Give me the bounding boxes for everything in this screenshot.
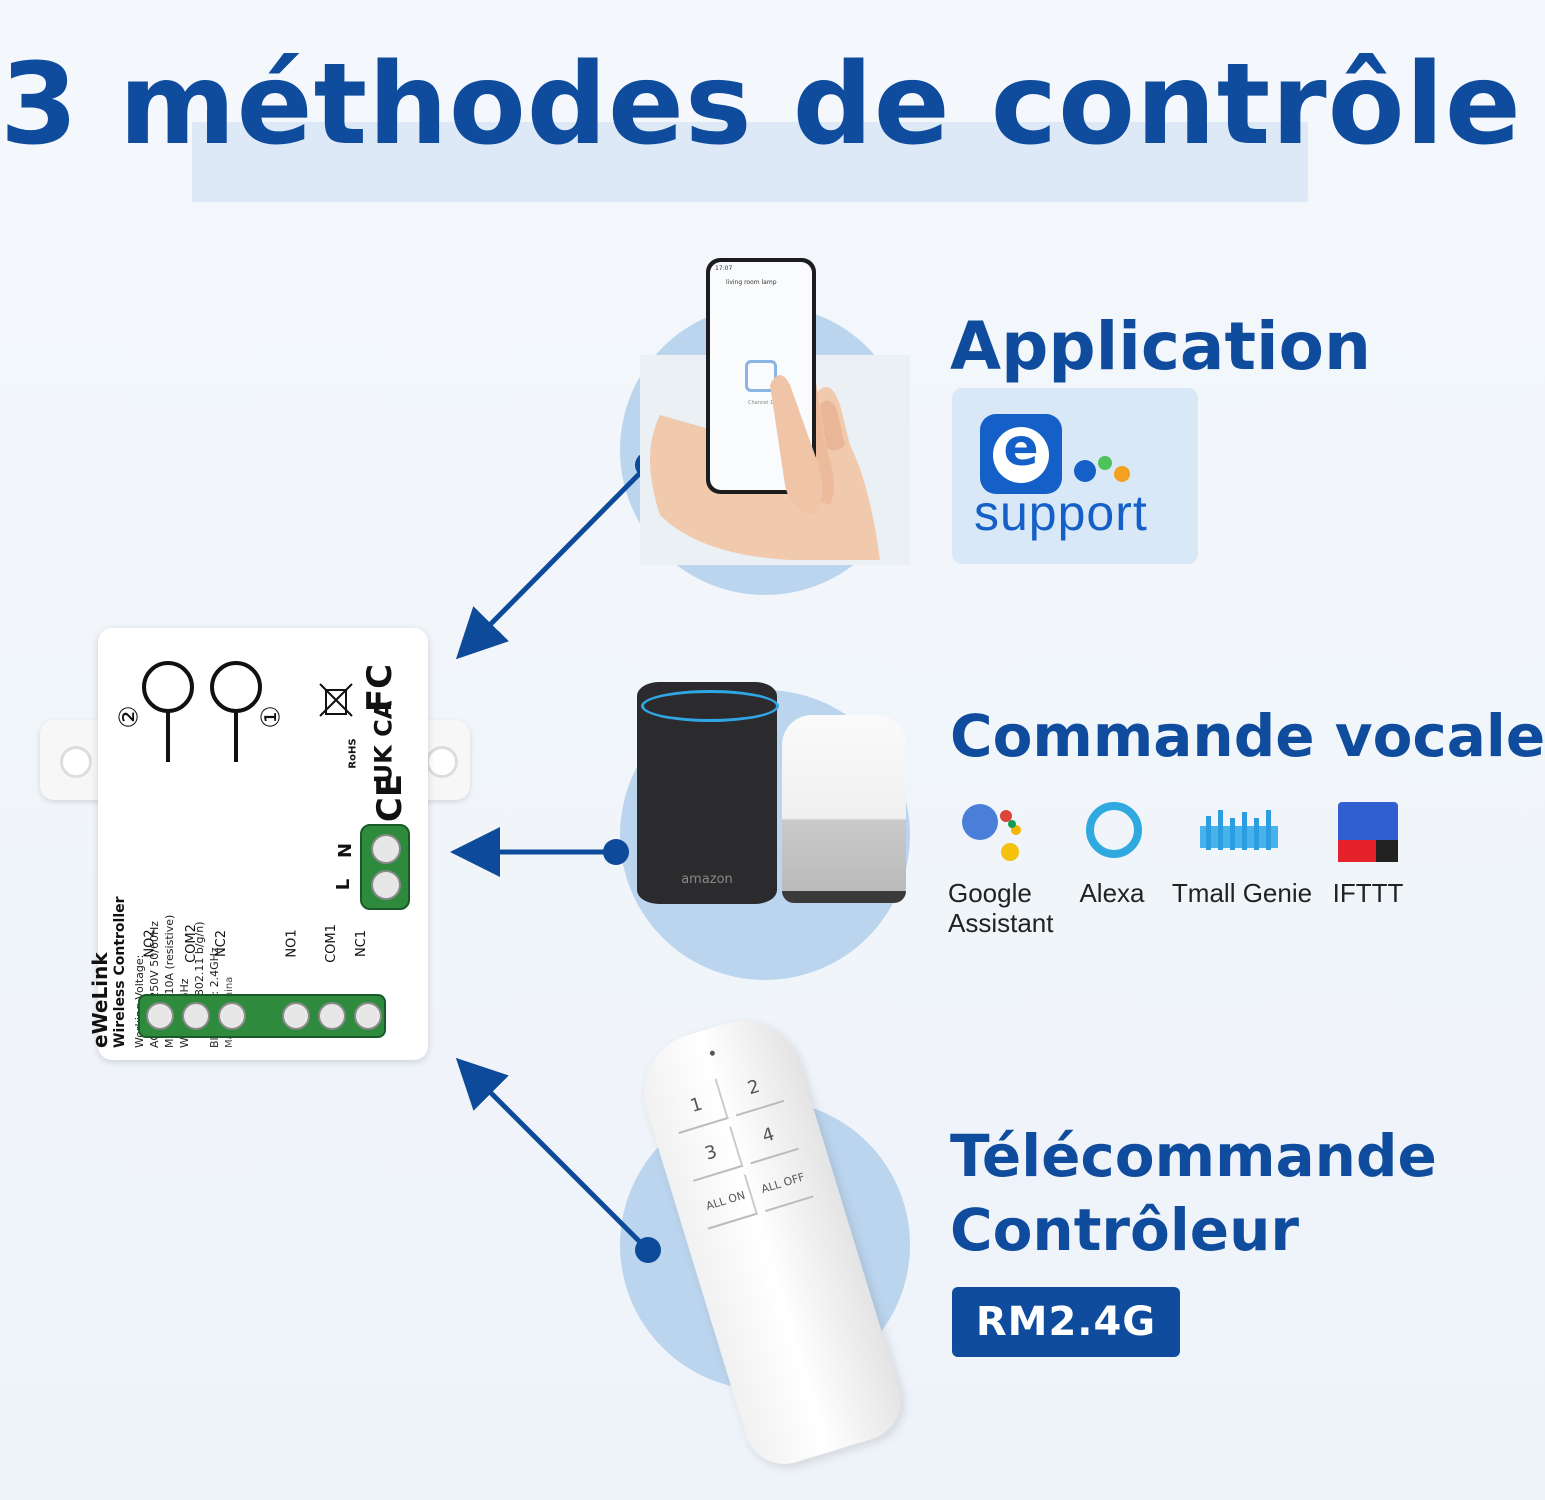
app-photo: 17:07 living room lamp Channel 1 [640, 255, 910, 565]
channel-mark-1: ① [256, 705, 287, 729]
terminal-label-com1: COM1 [323, 924, 339, 963]
logo-dot-orange [1114, 466, 1130, 482]
google-assistant-icon [962, 804, 1021, 861]
terminal-screw [354, 1002, 382, 1030]
weee-bin-icon [319, 683, 353, 717]
remote-arrow [455, 1057, 661, 1263]
tmall-genie-icon [1200, 810, 1278, 850]
app-heading: Application [950, 308, 1371, 385]
logo-dot-green [1098, 456, 1112, 470]
antenna-loops [142, 661, 262, 762]
remote-led [709, 1050, 716, 1057]
mount-hole-right [426, 746, 458, 778]
voice-arrow [450, 827, 629, 877]
device-subtitle: Wireless Controller [112, 896, 128, 1048]
terminal-label-com2: COM2 [183, 924, 199, 963]
remote-button-2[interactable]: 2 [724, 1061, 785, 1117]
cert-rohs: RoHS [347, 738, 359, 769]
terminal-label-nc2: NC2 [214, 929, 230, 958]
mount-hole-left [60, 746, 92, 778]
esupport-logo-text: support [974, 485, 1148, 541]
finger-shape [770, 375, 845, 515]
terminal-label-no2: NO2 [142, 929, 158, 958]
title-highlight-band [192, 122, 1308, 202]
cert-ce: CE [370, 773, 411, 823]
remote-heading-line2: Contrôleur [950, 1196, 1299, 1264]
terminal-screw [218, 1002, 246, 1030]
device-brand: eWeLink [88, 952, 112, 1048]
terminal-screw [371, 870, 401, 900]
esupport-logo-tile: e support [952, 388, 1198, 564]
remote-button-all-off[interactable]: ALL OFF [753, 1157, 814, 1213]
remote-heading-line1: Télécommande [950, 1122, 1437, 1190]
service-label-ifttt: IFTTT [1332, 878, 1404, 908]
channel-mark-2: ② [114, 705, 145, 729]
phone-screen-title: living room lamp [726, 279, 777, 286]
service-label-tmall-genie: Tmall Genie [1171, 878, 1313, 908]
power-terminal-block [360, 824, 410, 910]
relay-terminal-strip [138, 994, 386, 1038]
service-label-google-assistant: Google Assistant [948, 878, 1054, 938]
phone-time: 17:07 [715, 265, 733, 272]
app-arrow [455, 452, 661, 660]
power-terminal-n: N [335, 842, 357, 859]
echo-light-ring [641, 690, 779, 722]
terminal-screw [371, 834, 401, 864]
voice-heading: Commande vocale [950, 702, 1545, 770]
remote-button-all-on[interactable]: ALL ON [695, 1174, 758, 1230]
speakers-photo: amazon [630, 680, 920, 910]
ifttt-icon [1338, 802, 1398, 862]
terminal-label-nc1: NC1 [354, 929, 370, 958]
terminal-screw [318, 1002, 346, 1030]
remote-button-1[interactable]: 1 [666, 1078, 729, 1134]
esupport-logo-icon: e [980, 414, 1062, 494]
terminal-screw [182, 1002, 210, 1030]
service-label-alexa: Alexa [1079, 878, 1145, 908]
phone-power-label: Channel 1 [748, 400, 774, 406]
speaker-brand: amazon [681, 872, 733, 887]
remote-button-4[interactable]: 4 [738, 1109, 799, 1165]
page-title: 3 méthodes de contrôle [0, 40, 1522, 170]
terminal-screw [146, 1002, 174, 1030]
terminal-label-no1: NO1 [284, 929, 300, 958]
cert-ukca: UK CA [369, 700, 398, 784]
terminal-screw [282, 1002, 310, 1030]
logo-dot-blue [1074, 460, 1096, 482]
esupport-logo-letter: e [1003, 418, 1039, 478]
alexa-icon [1086, 802, 1142, 858]
remote-button-3[interactable]: 3 [681, 1126, 744, 1182]
power-terminal-l: L [333, 878, 355, 891]
power-button-icon[interactable] [745, 360, 777, 392]
device-body: ② ① eWeLink Wireless Controller Working … [88, 628, 428, 1060]
remote-model-badge: RM2.4G [952, 1287, 1180, 1357]
amazon-echo-speaker: amazon [637, 682, 779, 904]
google-home-speaker [782, 715, 906, 903]
